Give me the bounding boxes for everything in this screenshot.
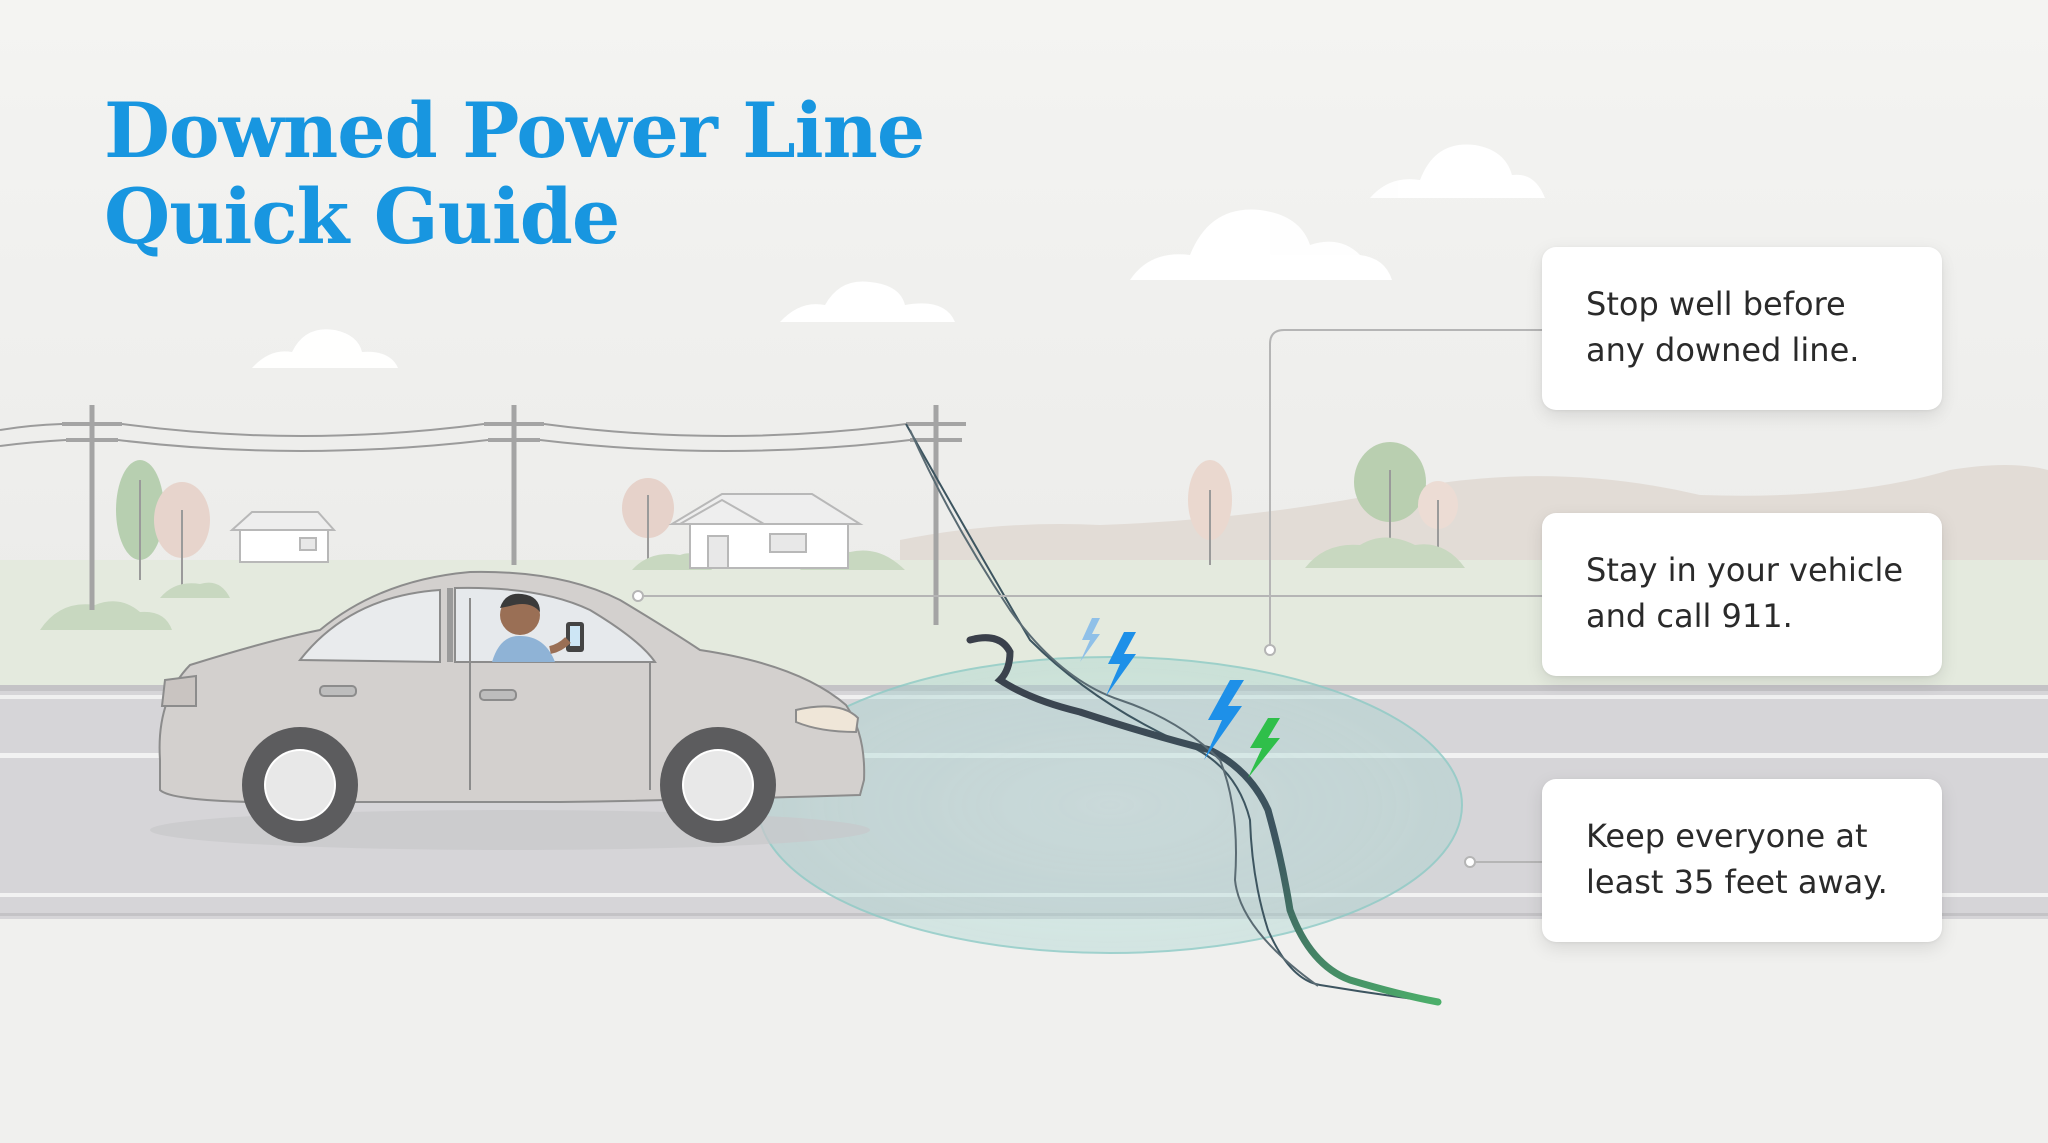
step-card-stay: Stay in your vehicle and call 911. <box>1542 513 1942 676</box>
page-title: Downed Power Line Quick Guide <box>104 86 925 261</box>
house-left <box>229 511 337 563</box>
roadside <box>0 919 2048 1143</box>
bushes <box>40 537 1465 630</box>
driver <box>492 593 584 662</box>
utility-poles <box>62 405 966 625</box>
downed-power-line <box>905 423 1442 1006</box>
step-card-line-1: Stop well before <box>1586 285 1846 323</box>
step-card-line-2: and call 911. <box>1586 597 1793 635</box>
house-center <box>668 493 864 569</box>
title-line-2: Quick Guide <box>104 172 620 261</box>
step-card-line-2: least 35 feet away. <box>1586 863 1888 901</box>
step-card-line-1: Keep everyone at <box>1586 817 1868 855</box>
overhead-wires <box>0 423 911 452</box>
step-card-line-2: any downed line. <box>1586 331 1860 369</box>
lightning-bolt-icon <box>1080 618 1280 778</box>
wheels <box>242 727 776 843</box>
step-card-stop: Stop well before any downed line. <box>1542 247 1942 410</box>
danger-zone <box>757 656 1463 954</box>
connector-lines <box>632 329 1542 868</box>
step-card-distance: Keep everyone at least 35 feet away. <box>1542 779 1942 942</box>
step-card-line-1: Stay in your vehicle <box>1586 551 1904 589</box>
title-line-1: Downed Power Line <box>104 86 925 175</box>
clouds <box>252 144 1545 368</box>
trees <box>116 442 1458 585</box>
